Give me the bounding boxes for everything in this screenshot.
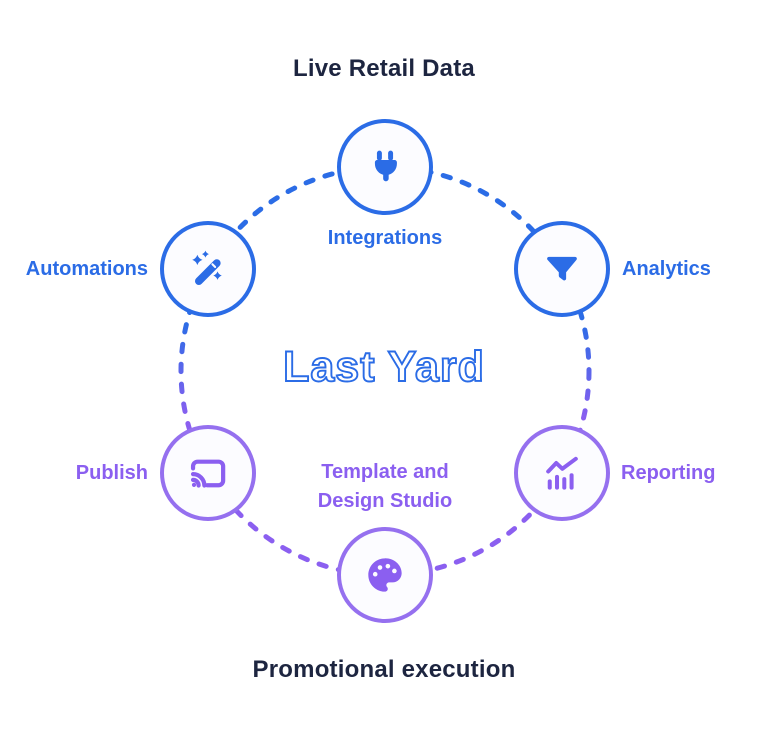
bottom-heading: Promotional execution [252,656,516,683]
node-template-design-studio [337,527,433,623]
magic-wand-icon [192,250,222,285]
plug-icon [374,150,397,182]
node-reporting [514,425,610,521]
node-label-reporting: Reporting [621,462,716,484]
node-integrations [337,119,433,215]
funnel-icon [547,256,577,281]
node-publish [160,425,256,521]
node-label-integrations: Integrations [327,227,443,249]
node-label-publish: Publish [75,462,148,484]
node-label-analytics: Analytics [622,258,711,280]
top-heading: Live Retail Data [293,55,475,82]
cast-icon [190,459,226,488]
center-logo: Last Yard [282,342,485,392]
node-label-template-design-studio: Template and Design Studio [317,461,453,512]
bar-chart-trend-icon [546,456,578,490]
node-analytics [514,221,610,317]
node-automations [160,221,256,317]
palette-icon [368,558,402,592]
node-label-automations: Automations [25,258,148,280]
